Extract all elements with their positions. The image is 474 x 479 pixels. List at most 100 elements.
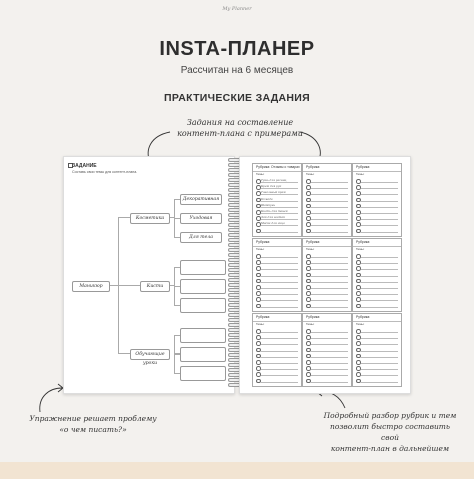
connector (174, 218, 180, 219)
topic-line (311, 194, 348, 196)
checkbox-circle-icon (356, 197, 361, 203)
topic-line (361, 257, 398, 258)
checkbox-circle-icon (256, 341, 261, 346)
topic-line (361, 363, 398, 364)
mindmap-leaf (180, 260, 226, 275)
topic-row (306, 285, 348, 290)
checkbox-circle-icon (256, 366, 261, 371)
topic-line (361, 206, 398, 208)
section-heading: ПРАКТИЧЕСКИЕ ЗАДАНИЯ (164, 92, 310, 104)
mindmap-leaf: Для тела (180, 232, 222, 243)
checkbox-circle-icon (256, 216, 261, 221)
rubric-header: Рубрика: (353, 164, 401, 172)
mindmap-leaf: Уходовая (180, 213, 222, 224)
topic-row (356, 203, 398, 209)
topic-line (311, 294, 348, 296)
topic-line (261, 344, 298, 346)
checkbox-circle-icon (306, 347, 311, 353)
topic-row (356, 216, 398, 221)
topic-line (261, 381, 298, 383)
topic-row (356, 272, 398, 278)
checkbox-circle-icon (256, 260, 261, 265)
checkbox-circle-icon (256, 203, 261, 209)
topic-line (311, 188, 348, 190)
mindmap-leaf: Декоративная (180, 194, 222, 205)
checkbox-circle-icon (306, 185, 311, 190)
checkbox-circle-icon (256, 372, 261, 377)
topic-row (356, 191, 398, 196)
topic-line (311, 275, 348, 277)
note-bottom-right-line: контент-план в дальнейшем (330, 444, 450, 453)
mindmap-branch: Кисти (140, 281, 170, 292)
topic-line (361, 213, 398, 214)
topic-row (306, 303, 348, 309)
connector (118, 217, 130, 218)
checkbox-circle-icon (306, 179, 311, 184)
topic-line (361, 269, 398, 271)
checkbox-circle-icon (356, 291, 361, 296)
connector (174, 286, 180, 287)
checkbox-circle-icon (356, 341, 361, 346)
rubric-card: Рубрика:Темы: (252, 313, 302, 387)
topic-line (261, 275, 298, 277)
checkbox-circle-icon (306, 366, 311, 371)
connector (108, 285, 118, 286)
rubric-header: Рубрика: (303, 164, 351, 172)
topic-line (261, 356, 298, 358)
topic-line (311, 363, 348, 364)
connector (168, 217, 174, 218)
topic-line (361, 300, 398, 302)
checkbox-circle-icon (306, 203, 311, 209)
topic-line (311, 225, 348, 227)
topic-row (256, 353, 298, 359)
topic-row (356, 210, 398, 215)
topic-line (311, 263, 348, 265)
topic-row (356, 197, 398, 203)
topic-line (361, 338, 398, 340)
topic-line (311, 257, 348, 258)
checkbox-circle-icon (256, 353, 261, 359)
topic-row (306, 210, 348, 215)
checkbox-circle-icon (256, 378, 261, 384)
connector (174, 267, 180, 268)
topic-row (356, 285, 398, 290)
topic-row (256, 285, 298, 290)
rubric-header: Рубрика: (303, 314, 351, 322)
topic-line (261, 288, 298, 289)
topic-row (306, 360, 348, 365)
rubric-header: Рубрика: (253, 239, 301, 247)
checkbox-circle-icon (256, 347, 261, 353)
topic-row (306, 278, 348, 284)
topic-line (311, 219, 348, 221)
checkbox-circle-icon (256, 179, 261, 184)
note-bottom-right: Подробный разбор рубрик и тем позволит б… (320, 410, 460, 454)
rubric-card: Рубрика:Темы: (352, 238, 402, 312)
topic-row (256, 228, 298, 234)
topic-line (361, 344, 398, 346)
topic-row (306, 222, 348, 227)
topic-row (356, 372, 398, 377)
topic-line (361, 356, 398, 358)
checkbox-circle-icon (306, 272, 311, 278)
note-bottom-left: Упражнение решает проблему «о чем писать… (18, 413, 168, 435)
topic-line (361, 381, 398, 383)
checkbox-circle-icon (256, 228, 261, 234)
topic-row (256, 297, 298, 302)
checkbox-circle-icon (256, 266, 261, 271)
connector (174, 237, 180, 238)
note-bottom-right-line: позволит быстро составить свой (329, 422, 450, 442)
topic-line (311, 338, 348, 340)
topic-line (311, 344, 348, 346)
topic-line (311, 375, 348, 377)
checkbox-circle-icon (356, 254, 361, 259)
checkbox-circle-icon (256, 360, 261, 365)
topic-row (356, 179, 398, 184)
rubric-card: Рубрика:Темы: (302, 313, 352, 387)
mindmap-leaf (180, 366, 226, 381)
checkbox-circle-icon (306, 260, 311, 265)
checkbox-circle-icon (356, 297, 361, 302)
connector (118, 353, 130, 354)
checkbox-circle-icon (306, 210, 311, 215)
topic-line (311, 231, 348, 233)
